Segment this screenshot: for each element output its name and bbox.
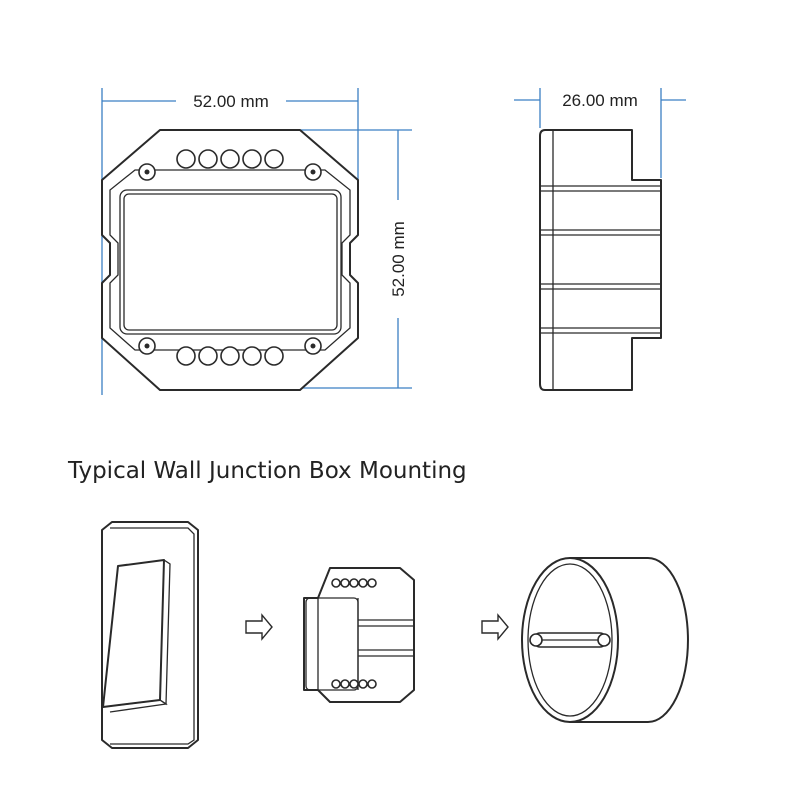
side-depth-label: 26.00 mm bbox=[562, 91, 638, 110]
front-width-label: 52.00 mm bbox=[193, 92, 269, 111]
front-body-outline bbox=[101, 129, 359, 391]
mounting-arrow-2 bbox=[481, 613, 509, 641]
module-bottom-terminals bbox=[331, 679, 377, 689]
front-height-dimension: 52.00 mm bbox=[300, 129, 412, 389]
front-height-label: 52.00 mm bbox=[389, 221, 408, 297]
side-depth-dimension: 26.00 mm bbox=[514, 88, 686, 178]
module-top-terminals bbox=[331, 578, 377, 588]
mounting-title: Typical Wall Junction Box Mounting bbox=[67, 458, 467, 484]
front-inner-frame bbox=[109, 169, 351, 351]
front-view: 52.00 mm 52.00 mm bbox=[101, 88, 412, 395]
corner-screws bbox=[138, 163, 322, 355]
wall-switch bbox=[101, 521, 199, 749]
module-isometric bbox=[303, 567, 415, 703]
top-terminal-holes bbox=[176, 149, 284, 169]
side-view: 26.00 mm bbox=[514, 88, 686, 391]
junction-box-screw-bar bbox=[529, 632, 611, 648]
mounting-arrow-1 bbox=[245, 613, 273, 641]
front-width-dimension: 52.00 mm bbox=[101, 88, 359, 395]
side-body-outline bbox=[539, 129, 662, 391]
junction-box bbox=[521, 557, 689, 723]
bottom-terminal-holes bbox=[176, 346, 284, 366]
front-label-window bbox=[119, 189, 342, 335]
